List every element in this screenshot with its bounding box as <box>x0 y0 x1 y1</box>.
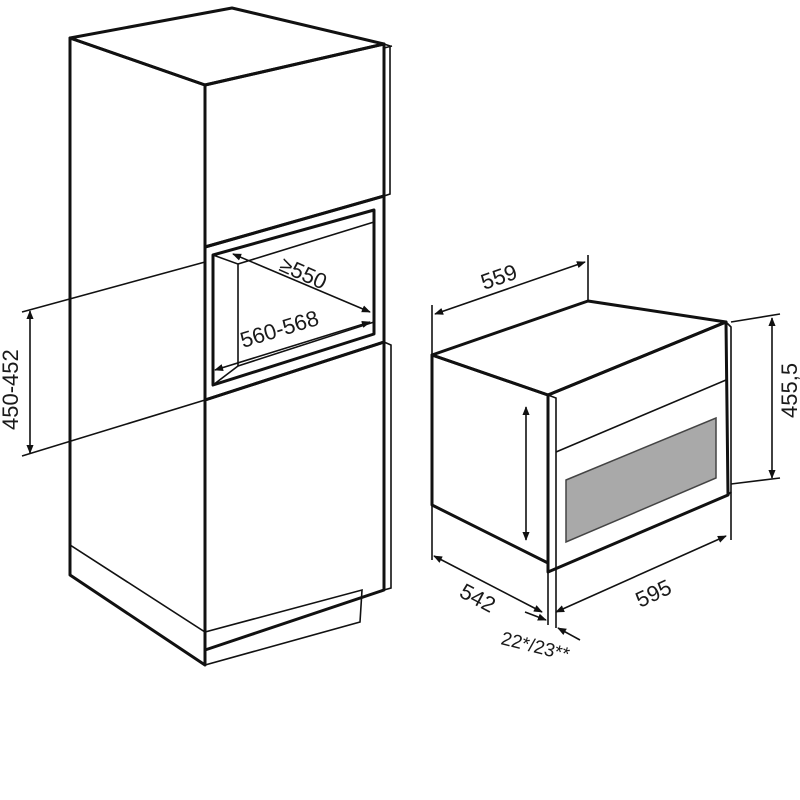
appliance-side <box>430 353 550 565</box>
cabinet-top <box>68 6 386 87</box>
cabinet-lower-door <box>203 340 386 652</box>
appliance-front-width-label: 595 <box>632 574 676 612</box>
appliance-total-height-dimension: 455,5 <box>730 313 800 485</box>
appliance-depth-label: 542 <box>456 578 500 617</box>
niche-height-label: 450-452 <box>0 349 23 430</box>
appliance-total-height-label: 455,5 <box>777 363 800 418</box>
tall-cabinet <box>68 6 393 667</box>
appliance-width-dimension: 559 <box>431 255 589 355</box>
appliance-front-thickness-dimension: 22*/23** <box>499 568 581 666</box>
appliance-front-thickness-label: 22*/23** <box>499 628 572 665</box>
cabinet-upper-door <box>203 42 386 249</box>
appliance-window <box>565 416 717 544</box>
niche-depth-label: ≥550 <box>276 252 331 295</box>
appliance-depth-dimension: 542 <box>431 505 549 625</box>
appliance-width-label: 559 <box>477 259 520 295</box>
niche-height-dimension: 450-452 <box>0 261 206 457</box>
appliance-niche <box>211 208 376 387</box>
appliance <box>430 299 732 574</box>
cabinet-side-panel <box>68 36 207 667</box>
niche-width-label: 560-568 <box>237 305 322 353</box>
niche-depth-dimension: ≥550 <box>232 252 371 313</box>
